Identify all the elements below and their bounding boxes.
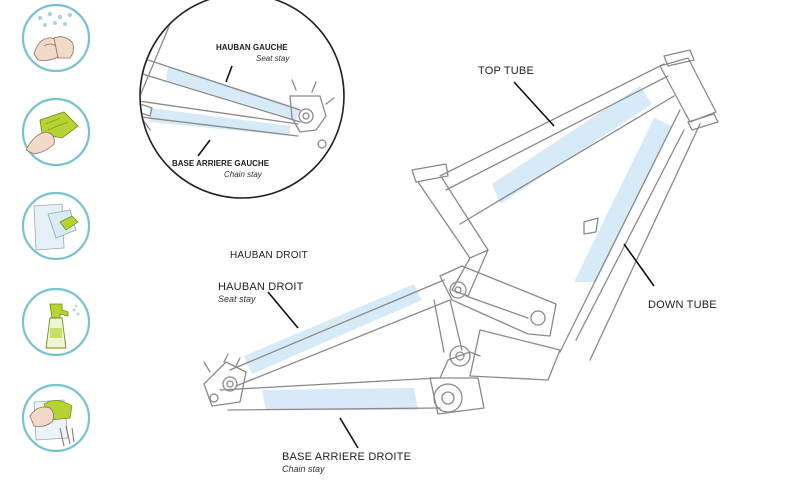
leader-top-tube xyxy=(513,81,555,127)
bike-frame xyxy=(203,49,719,415)
spray-water-hands-icon xyxy=(21,3,91,73)
steps-column xyxy=(21,3,91,453)
inset-left-side-detail xyxy=(139,0,345,199)
leader-hauban-gauche xyxy=(225,65,233,83)
hand-smoothing-icon xyxy=(21,383,91,453)
chain-stay-right-film xyxy=(262,388,418,410)
label-hauban-droit: HAUBAN DROIT xyxy=(218,281,304,293)
label-seat-stay-right: Seat stay xyxy=(218,294,256,304)
label-top-tube: TOP TUBE xyxy=(478,65,534,77)
label-base-arriere-droite: BASE ARRIERE DROITE xyxy=(282,451,411,463)
film-application-icon xyxy=(21,191,91,261)
spray-bottle-icon xyxy=(21,287,91,357)
top-tube-film xyxy=(492,86,652,204)
label-base-arriere-gauche: BASE ARRIERE GAUCHE xyxy=(172,159,270,168)
cloth-wipe-icon xyxy=(21,97,91,167)
leader-base-arriere-gauche xyxy=(197,139,211,157)
label-chain-stay-right: Chain stay xyxy=(282,464,325,474)
seat-stay-right-film xyxy=(244,284,422,374)
label-hauban-droit-plain: HAUBAN DROIT xyxy=(230,250,308,261)
label-hauban-gauche: HAUBAN GAUCHE xyxy=(216,43,288,52)
down-tube-film xyxy=(574,118,672,282)
leader-base-arriere-droite xyxy=(339,417,359,449)
label-down-tube: DOWN TUBE xyxy=(648,299,717,311)
label-seat-stay-left: Seat stay xyxy=(256,54,290,63)
label-chain-stay-left: Chain stay xyxy=(224,170,263,179)
leader-hauban-droit xyxy=(267,291,299,329)
leader-down-tube xyxy=(623,243,655,287)
